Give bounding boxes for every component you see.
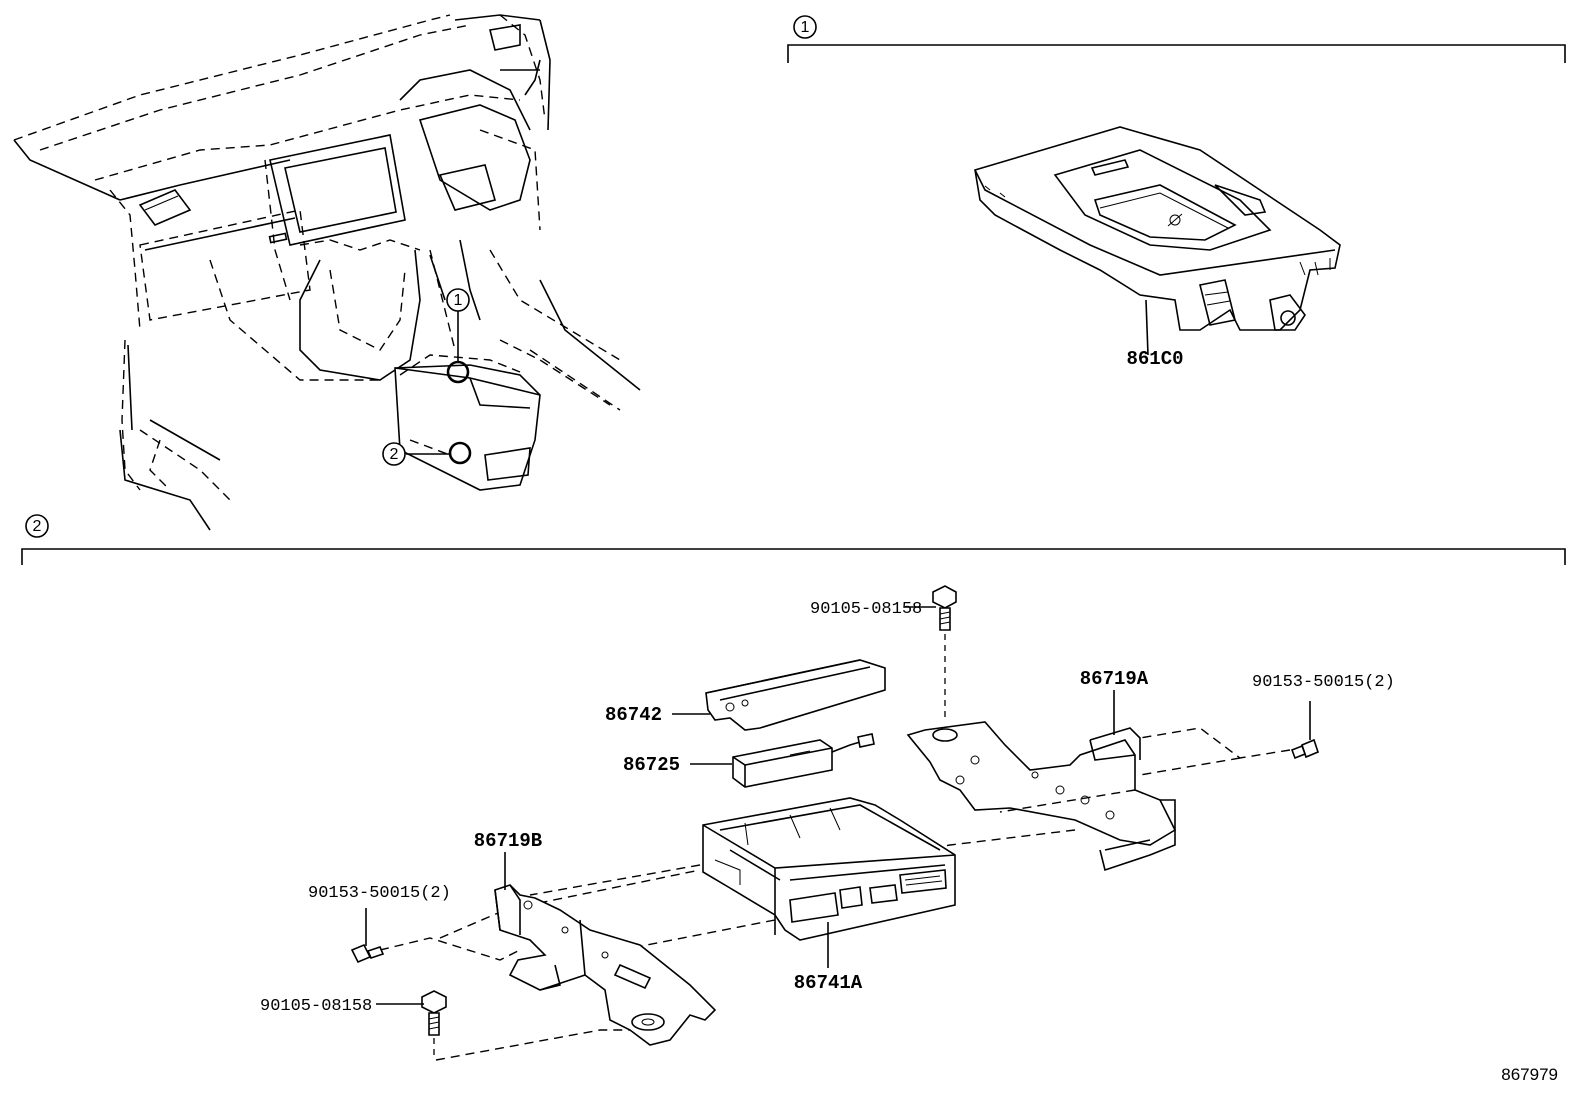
dashboard-overview-illustration: 1 2	[13, 14, 641, 531]
section-1-header: 1	[787, 15, 1566, 63]
figure-number: 867979	[1501, 1065, 1558, 1084]
tuner-86741a-illustration	[702, 797, 956, 941]
part-label-86725: 86725	[623, 754, 680, 776]
part-label-86719B: 86719B	[474, 830, 542, 852]
section-1-marker: 1	[801, 19, 810, 36]
section-2-marker: 2	[33, 518, 42, 535]
part-label-86742: 86742	[605, 704, 662, 726]
section-2-header: 2	[21, 514, 1566, 565]
bolt-right-illustration	[1290, 701, 1319, 760]
callout-2-label: 2	[390, 446, 399, 463]
part-label-bolt-right: 90153-50015(2)	[1252, 673, 1395, 692]
callout-1-label: 1	[454, 292, 463, 309]
part-label-bolt-bottom: 90105-08158	[260, 997, 372, 1016]
bracket-86719a-illustration	[906, 721, 1177, 872]
part-label-86741A: 86741A	[794, 972, 863, 994]
bolt-top-illustration	[905, 585, 957, 720]
part-label-bolt-top: 90105-08158	[810, 600, 922, 619]
bolt-bottom-illustration	[376, 990, 447, 1060]
bracket-86719b-illustration	[494, 884, 717, 1046]
bolt-left-illustration	[350, 908, 385, 964]
wireless-charger-illustration	[974, 126, 1341, 356]
part-label-bolt-left: 90153-50015(2)	[308, 884, 451, 903]
part-label-861C0: 861C0	[1126, 348, 1183, 370]
cover-86742-illustration	[705, 659, 886, 731]
part-label-86719A: 86719A	[1080, 668, 1149, 690]
module-86725-illustration	[732, 733, 875, 788]
